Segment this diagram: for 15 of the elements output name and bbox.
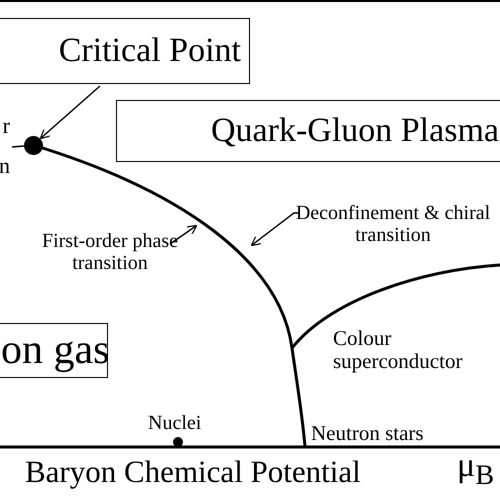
leader-line	[12, 145, 24, 148]
region-label: Neutron stars	[311, 422, 424, 446]
arrow	[250, 212, 300, 246]
region-label: Colour superconductor	[333, 327, 464, 374]
label-box: Critical Point	[0, 18, 250, 84]
region-label: Deconfinement & chiral transition	[282, 202, 500, 246]
axis-title: Baryon Chemical Potential	[25, 455, 361, 490]
arrow	[170, 224, 198, 245]
arrow	[40, 85, 100, 140]
axis-symbol: μ$_{B}$	[457, 447, 494, 491]
critical-point-dot	[24, 136, 43, 155]
region-label: Nuclei	[148, 412, 202, 434]
region-label: First-order phase transition	[40, 230, 180, 274]
label-box: on gas	[0, 323, 108, 378]
label-box: Quark-Gluon Plasma	[116, 100, 500, 162]
